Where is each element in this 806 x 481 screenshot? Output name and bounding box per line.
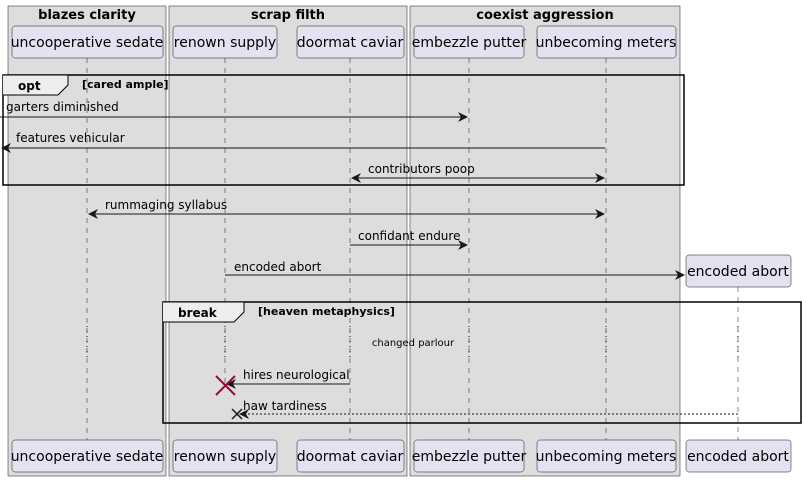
message-rummaging-syllabus: rummaging syllabus [88, 198, 605, 219]
message-label: garters diminished [6, 100, 119, 114]
message-label: encoded abort [234, 260, 322, 274]
participant-embezzle-putter[interactable]: embezzle putter [412, 25, 527, 59]
participant-uncooperative-sedate[interactable]: uncooperative sedate [11, 25, 164, 59]
message-garters-diminished: garters diminished [0, 100, 468, 122]
message-label: rummaging syllabus [105, 198, 227, 212]
message-encoded-abort: encoded abort [225, 260, 685, 280]
frame-condition: [cared ample] [82, 78, 169, 91]
box-coexist-aggression: coexist aggression [409, 5, 681, 477]
participant-uncooperative-sedate-footer[interactable]: uncooperative sedate [11, 439, 164, 473]
participant-label: renown supply [174, 35, 276, 51]
message-label: confidant endure [358, 229, 460, 243]
participant-label: doormat caviar [297, 35, 404, 51]
participant-label: doormat caviar [297, 449, 404, 465]
message-label: contributors poop [368, 162, 475, 176]
participant-unbecoming-meters-footer[interactable]: unbecoming meters [536, 439, 677, 473]
participant-label: unbecoming meters [536, 35, 677, 51]
message-features-vehicular: features vehicular [1, 131, 605, 153]
message-label: haw tardiness [243, 399, 327, 413]
participant-unbecoming-meters[interactable]: unbecoming meters [536, 25, 677, 59]
box-title: scrap filth [251, 8, 325, 23]
box-title: blazes clarity [38, 8, 136, 23]
delay-marks [86, 326, 739, 360]
message-haw-tardiness: haw tardiness [239, 399, 738, 419]
opt-frame: opt [cared ample] [2, 74, 685, 186]
break-frame: break [heaven metaphysics] [162, 301, 802, 424]
divider-label: changed parlour [372, 338, 455, 349]
participant-label: embezzle putter [412, 35, 527, 51]
participant-label: uncooperative sedate [11, 449, 164, 465]
participant-label: renown supply [174, 449, 276, 465]
participant-label: uncooperative sedate [11, 35, 164, 51]
participant-label: unbecoming meters [536, 449, 677, 465]
box-title: coexist aggression [476, 8, 614, 23]
frame-keyword: break [178, 306, 218, 320]
message-confidant-endure: confidant endure [350, 229, 468, 250]
participant-doormat-caviar-footer[interactable]: doormat caviar [296, 439, 405, 473]
message-label: features vehicular [16, 131, 125, 145]
participant-label: encoded abort [687, 264, 789, 280]
frame-condition: [heaven metaphysics] [258, 305, 395, 318]
participant-doormat-caviar[interactable]: doormat caviar [296, 25, 405, 59]
message-contributors-poop: contributors poop [351, 162, 605, 183]
message-hires-neurological: hires neurological [226, 368, 350, 389]
participant-encoded-abort[interactable]: encoded abort [685, 254, 792, 288]
participant-embezzle-putter-footer[interactable]: embezzle putter [412, 439, 527, 473]
participant-renown-supply[interactable]: renown supply [172, 25, 278, 59]
message-label: hires neurological [243, 368, 350, 382]
participant-label: encoded abort [687, 449, 789, 465]
participant-label: embezzle putter [412, 449, 527, 465]
destroy-target-icon [231, 408, 243, 420]
frame-keyword: opt [18, 79, 41, 93]
participant-renown-supply-footer[interactable]: renown supply [172, 439, 278, 473]
destroy-renown-supply-icon [215, 375, 236, 396]
participant-encoded-abort-footer[interactable]: encoded abort [685, 439, 792, 473]
box-scrap-filth: scrap filth [168, 5, 408, 477]
